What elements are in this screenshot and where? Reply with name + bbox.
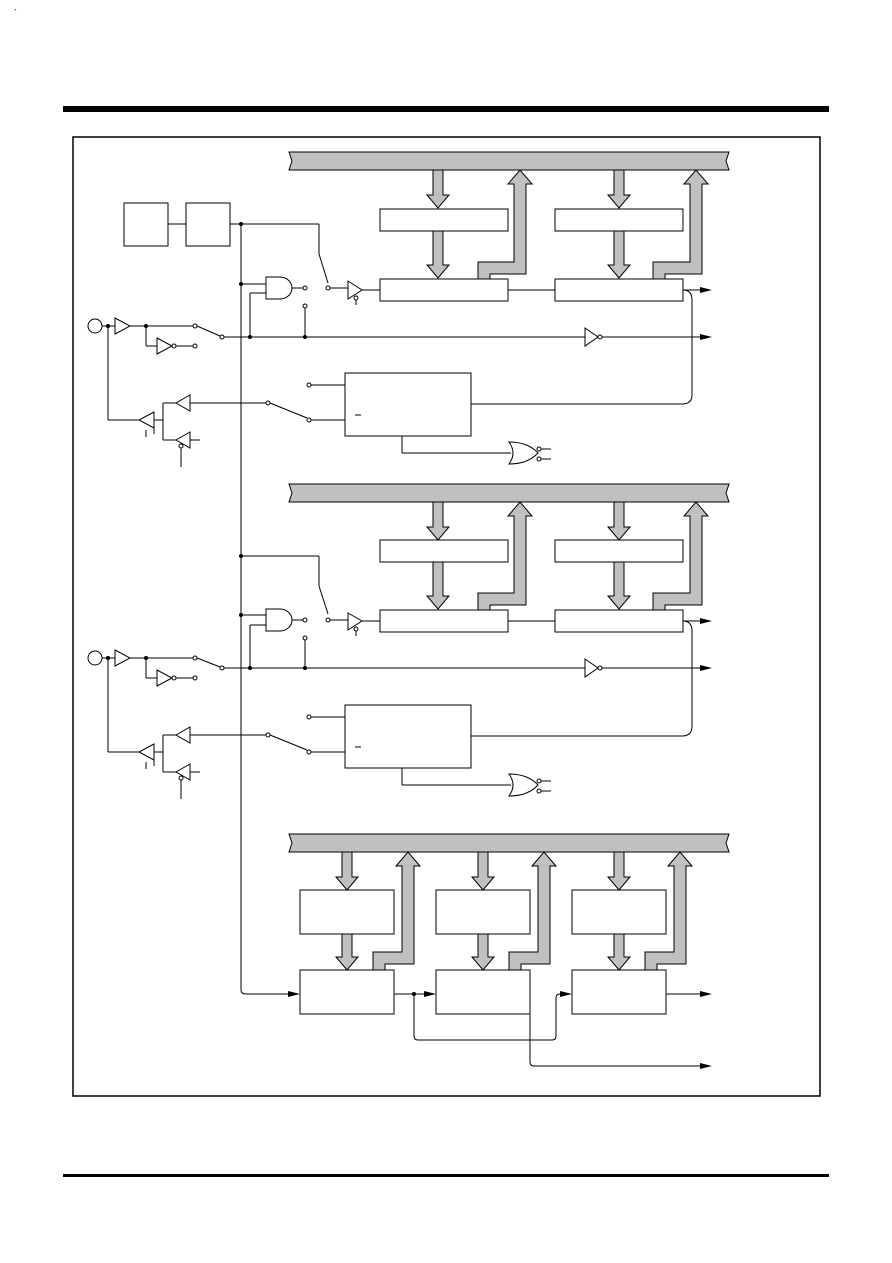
reg-to-counter-arrow [425,230,451,279]
counter-box [554,278,684,302]
or-gate [508,441,539,465]
output-arrow [700,665,712,671]
output-driver [137,411,155,429]
register-box [299,889,395,935]
register-box [554,539,684,563]
bus-down-arrow [425,169,451,209]
inverter [584,327,599,347]
data-bus-1 [288,151,730,171]
inverter [156,669,174,687]
or-gate [508,773,539,797]
register-box [379,539,509,563]
output-arrow [700,991,712,997]
bus-down-arrow [606,169,632,209]
header-rule [63,106,829,112]
bus-down-arrow [334,851,360,891]
counter-box [379,278,509,302]
reg-to-counter-arrow [606,230,632,279]
counter-to-bus-arrow [508,851,558,971]
clock-input-arrow [288,991,300,997]
input-pin [87,650,103,666]
counter-to-bus-arrow [372,851,422,971]
counter-to-bus-arrow [644,851,694,971]
reg-to-counter-arrow [425,561,451,610]
inverter [584,658,599,678]
output-arrow [700,618,712,624]
counter-box [435,969,531,1015]
reg-to-counter-arrow [334,933,360,971]
channel-1-block [87,151,730,990]
output-buffer [174,726,191,744]
counter-to-bus-arrow [477,501,534,611]
counter-to-bus-arrow [652,169,710,280]
counter-box [554,609,684,633]
gated-buffer [347,280,363,300]
bus-down-arrow [606,851,632,891]
compare-box [344,372,472,437]
data-bus-3 [288,833,730,853]
schmitt-buffer [114,317,132,335]
output-driver [137,743,155,761]
reg-to-counter-arrow [606,561,632,610]
reg-to-counter-arrow [470,933,496,971]
compare-box [344,704,472,769]
input-pin [87,318,103,334]
prescaler-box [185,202,231,247]
register-box [554,208,684,232]
gated-buffer [347,612,363,631]
schmitt-buffer [114,649,132,667]
output-arrow [700,287,712,293]
timer-block [240,833,730,1069]
bus-down-arrow [470,851,496,891]
corner-mark: ` [14,8,17,18]
bus-down-arrow [606,501,632,541]
counter-to-bus-arrow [477,169,534,280]
counter-to-bus-arrow [652,501,710,611]
counter-box [571,969,667,1015]
diagram-frame [72,136,821,1097]
data-bus-2 [288,483,730,503]
inverter [156,337,174,355]
counter-box [379,609,509,633]
reg-to-counter-arrow [606,933,632,971]
output-arrow [700,334,712,340]
register-box [379,208,509,232]
cascade-arrow [424,991,436,997]
bus-down-arrow [425,501,451,541]
and-gate [265,608,293,632]
counter-box [299,969,395,1015]
output-arrow [700,1063,712,1069]
cascade-arrow [560,991,572,997]
footer-rule [63,1174,829,1177]
output-buffer [174,394,191,412]
channel-2-block [87,483,730,799]
oscillator-box [123,202,169,247]
and-gate [265,276,293,300]
register-box [435,889,531,935]
register-box [571,889,667,935]
